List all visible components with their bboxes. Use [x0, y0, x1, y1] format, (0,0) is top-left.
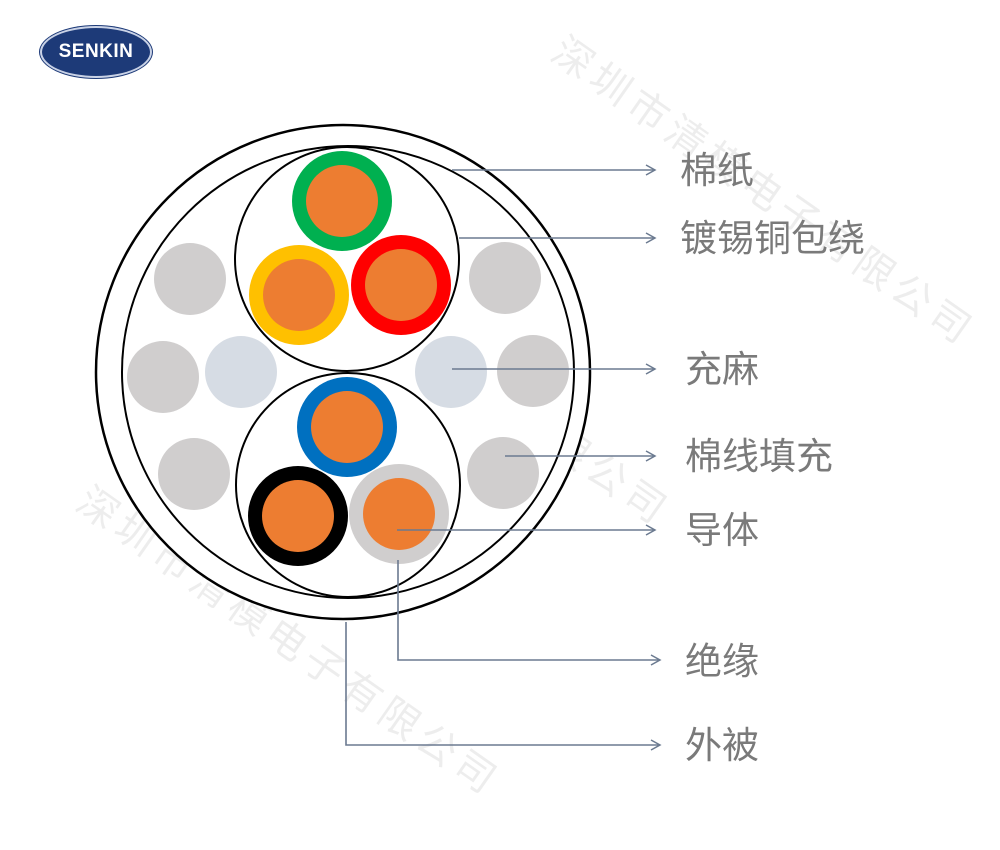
label-outer-sheath: 外被 [685, 724, 759, 767]
conductor [311, 391, 383, 463]
hemp [205, 336, 277, 408]
conductor [363, 478, 435, 550]
filler [469, 242, 541, 314]
filler [154, 243, 226, 315]
tinned-copper-wrap-bottom [235, 372, 461, 598]
conductor [262, 480, 334, 552]
cotton-thread-fillers [127, 242, 569, 510]
filler [497, 335, 569, 407]
conductor [263, 259, 335, 331]
leader-outer-sheath [345, 622, 662, 751]
logo-text: SENKIN [58, 41, 134, 62]
label-conductor: 导体 [685, 509, 759, 552]
label-cotton-thread-fill: 棉线填充 [685, 435, 833, 478]
hemp-fillers [205, 336, 487, 408]
label-insulation: 绝缘 [685, 640, 759, 683]
conductor [306, 165, 378, 237]
tinned-copper-wrap-top [234, 146, 460, 372]
cores [248, 151, 451, 566]
filler [467, 437, 539, 509]
conductor [365, 249, 437, 321]
label-tinned-copper-wrap: 镀锡铜包绕 [680, 217, 865, 260]
filler [127, 341, 199, 413]
senkin-logo: SENKIN [40, 26, 152, 78]
hemp [415, 336, 487, 408]
leader-insulation [397, 560, 662, 666]
label-cotton-paper: 棉纸 [680, 149, 754, 192]
label-hemp-fill: 充麻 [685, 348, 759, 391]
leader-lines [345, 164, 662, 751]
filler [158, 438, 230, 510]
